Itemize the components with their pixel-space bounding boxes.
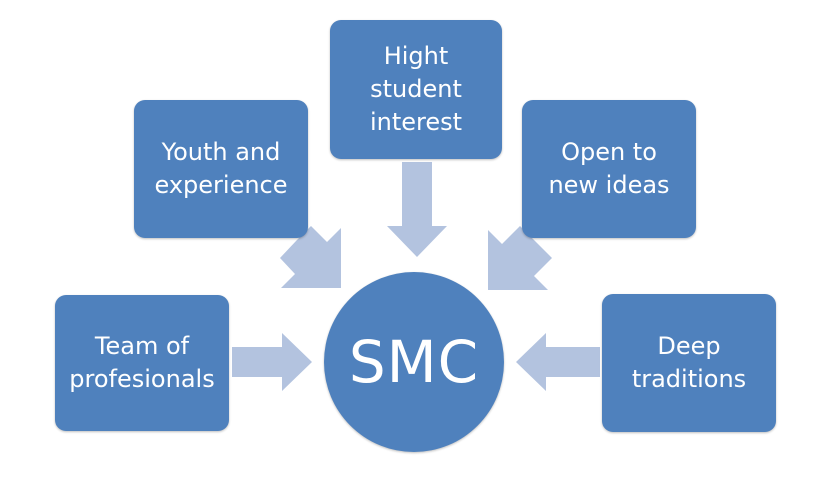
arrow-youth-to-smc: [280, 226, 341, 288]
arrow-ideas-to-smc: [488, 226, 552, 290]
node-hight-student-interest: Hight student interest: [330, 20, 502, 159]
node-label-smc: SMC: [348, 328, 480, 396]
arrow-team-to-smc: [232, 333, 312, 391]
node-smc: SMC: [324, 272, 504, 452]
node-team-of-profesionals: Team of profesionals: [55, 295, 229, 431]
node-label: Team of profesionals: [69, 332, 215, 393]
node-label: Open to new ideas: [548, 138, 670, 199]
node-open-to-new-ideas: Open to new ideas: [522, 100, 696, 238]
node-label: Hight student interest: [369, 42, 463, 136]
node-label: Youth and experience: [154, 138, 288, 199]
node-youth-and-experience: Youth and experience: [134, 100, 308, 238]
node-deep-traditions: Deep traditions: [602, 294, 776, 432]
node-label: Deep traditions: [631, 332, 747, 393]
arrow-traditions-to-smc: [516, 333, 600, 391]
arrow-interest-to-smc: [387, 162, 447, 257]
